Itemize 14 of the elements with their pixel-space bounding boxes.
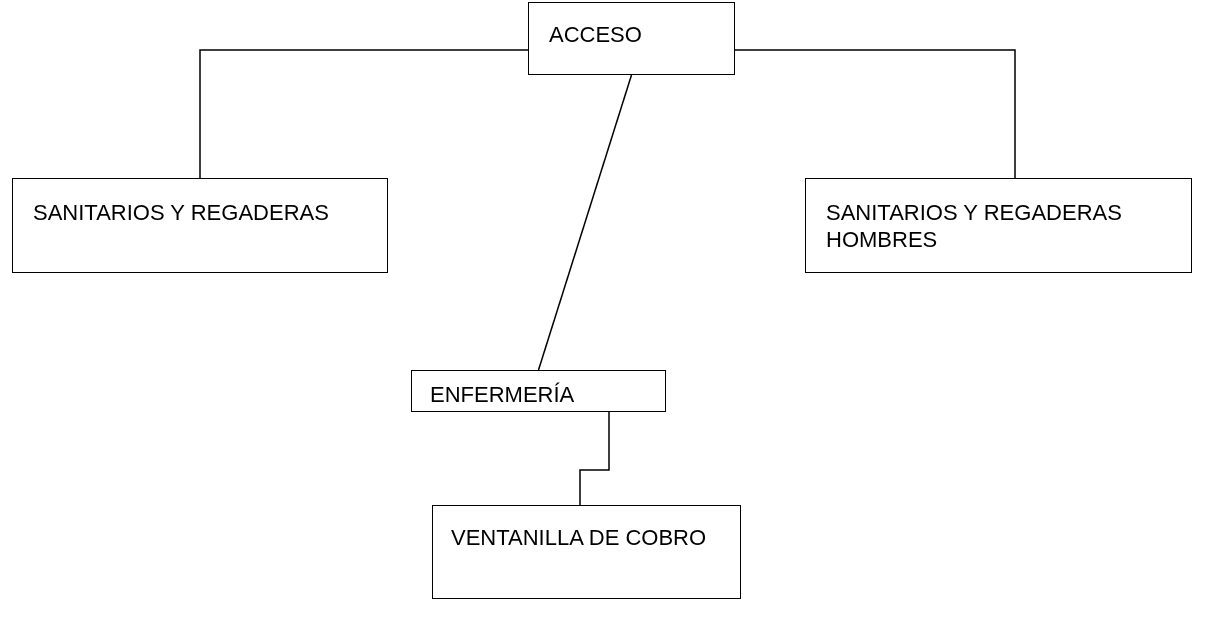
box-label: VENTANILLA DE COBRO	[451, 524, 708, 551]
box-label: SANITARIOS Y REGADERAS HOMBRES	[826, 199, 1123, 253]
label-box	[432, 505, 741, 599]
box-label: ENFERMERÍA	[430, 381, 576, 408]
box-label: SANITARIOS Y REGADERAS	[33, 199, 330, 226]
connector-line	[537, 74, 633, 371]
connector-line	[199, 49, 529, 179]
label-box	[528, 2, 735, 75]
label-box	[805, 178, 1192, 273]
connector-line	[734, 49, 1016, 179]
label-box	[411, 370, 666, 412]
label-box	[12, 178, 388, 273]
connector-line	[579, 411, 610, 506]
box-label: ACCESO	[549, 21, 643, 48]
